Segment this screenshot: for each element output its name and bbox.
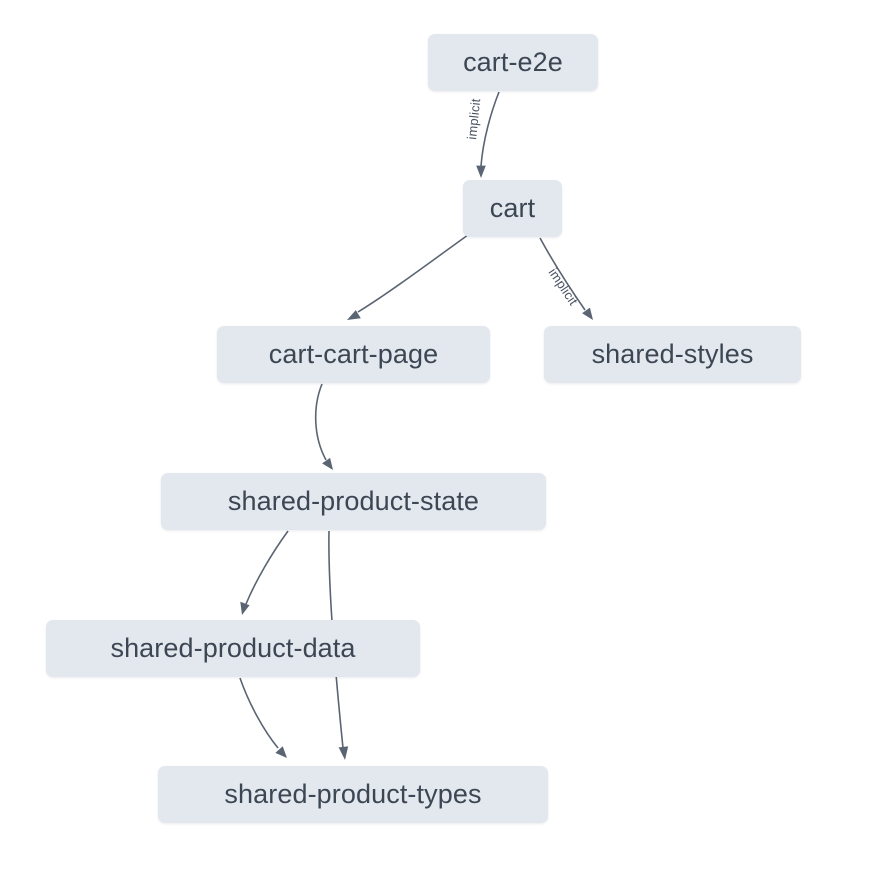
edge-path [357, 234, 469, 313]
node-label: cart-cart-page [268, 339, 439, 369]
edge-cart-to-shared-styles: implicit [539, 237, 593, 320]
node-cart-e2e[interactable]: cart-e2e [428, 34, 598, 91]
arrowhead-icon [275, 746, 287, 758]
node-label: shared-product-types [224, 779, 482, 809]
node-label: shared-product-data [110, 633, 356, 663]
edge-path [314, 383, 327, 461]
node-label: shared-product-state [227, 486, 480, 516]
edge-label-implicit-2: implicit [546, 265, 582, 308]
node-label: shared-styles [591, 339, 754, 369]
node-cart[interactable]: cart [463, 180, 562, 237]
node-shared-product-types[interactable]: shared-product-types [158, 766, 548, 823]
edge-path [245, 530, 289, 605]
edge-shared-product-state-to-shared-product-data [240, 530, 289, 615]
arrowhead-icon [322, 457, 333, 470]
node-label: cart-e2e [463, 47, 563, 77]
arrowhead-icon [240, 601, 250, 615]
node-shared-styles[interactable]: shared-styles [544, 326, 801, 383]
arrowhead-icon [347, 310, 361, 320]
edge-path [539, 237, 586, 311]
edge-cart-cart-page-to-shared-product-state [314, 383, 333, 470]
arrowhead-icon [476, 165, 486, 178]
arrowhead-icon [338, 746, 349, 760]
node-cart-cart-page[interactable]: cart-cart-page [217, 326, 490, 383]
arrowhead-icon [582, 307, 593, 320]
edge-path [480, 91, 500, 167]
node-label: cart [489, 193, 536, 223]
edge-path [239, 677, 279, 749]
edge-shared-product-data-to-shared-product-types [239, 677, 287, 758]
edge-cart-e2e-to-cart: implicit [464, 91, 500, 178]
edge-label-implicit-1: implicit [464, 97, 483, 140]
node-shared-product-state[interactable]: shared-product-state [161, 473, 546, 530]
edge-cart-to-cart-cart-page [347, 234, 469, 320]
node-shared-product-data[interactable]: shared-product-data [46, 620, 420, 677]
